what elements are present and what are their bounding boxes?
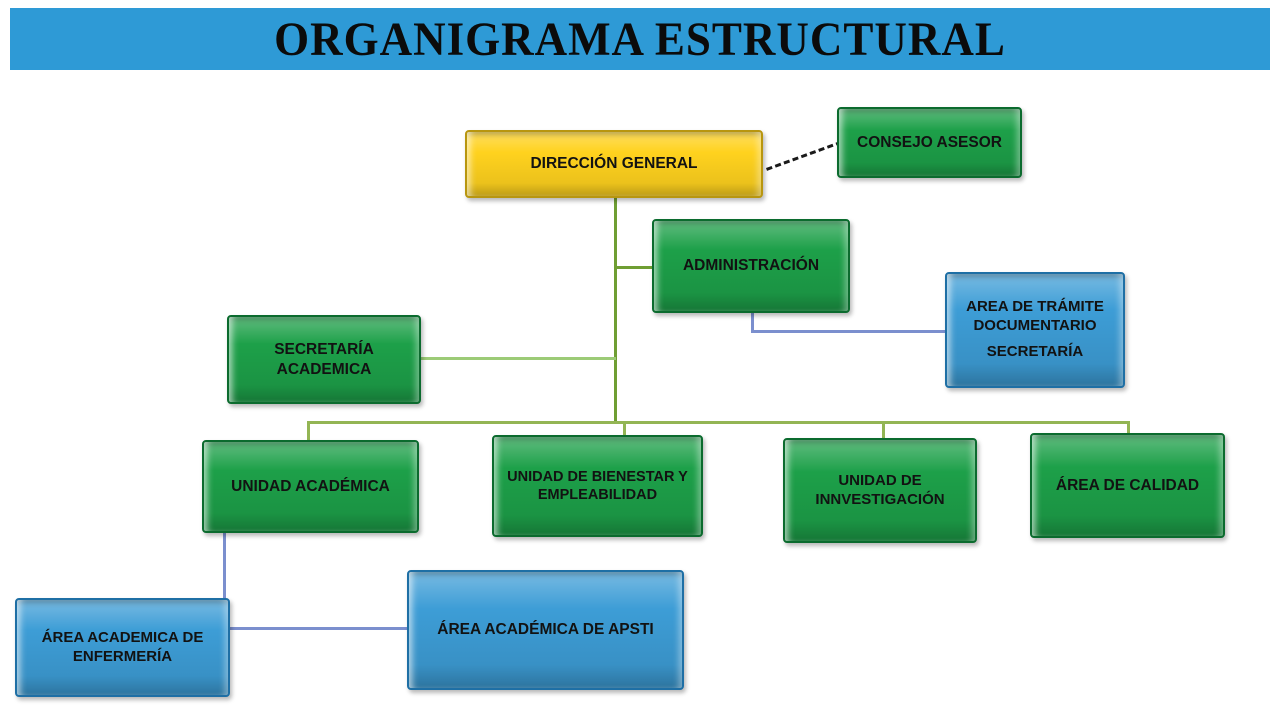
node-unidad-investigacion-label: UNIDAD DE INNVESTIGACIÓN [815,471,945,508]
connector-row-horizontal [307,421,1130,424]
node-area-enfermeria: ÁREA ACADEMICA DE ENFERMERÍA [15,598,230,697]
connector-stub-unidad-academica [307,421,310,442]
connector-dashed-direccion-consejo [766,140,843,171]
node-consejo-asesor: CONSEJO ASESOR [837,107,1022,178]
connector-academica-enfermeria [223,531,226,599]
node-area-apsti-label: ÁREA ACADÉMICA DE APSTI [437,621,654,639]
node-secretaria-academica-label: SECRETARÍA ACADEMICA [274,341,374,378]
connector-admin-tramite-horizontal [751,330,945,333]
connector-admin-tramite-vertical [751,312,754,333]
node-direccion-general-label: DIRECCIÓN GENERAL [530,155,698,173]
title-banner: ORGANIGRAMA ESTRUCTURAL [10,8,1270,70]
node-direccion-general: DIRECCIÓN GENERAL [465,130,763,198]
node-area-apsti: ÁREA ACADÉMICA DE APSTI [407,570,684,690]
node-area-tramite-line1: AREA DE TRÁMITE DOCUMENTARIO [966,297,1104,334]
connector-secretaria-academica [419,357,616,360]
node-unidad-academica: UNIDAD ACADÉMICA [202,440,419,533]
node-secretaria-academica: SECRETARÍA ACADEMICA [227,315,421,404]
page-title: ORGANIGRAMA ESTRUCTURAL [274,12,1006,66]
node-consejo-asesor-label: CONSEJO ASESOR [857,133,1002,151]
connector-central-vertical [614,196,617,424]
connector-administracion [614,266,654,269]
node-unidad-bienestar: UNIDAD DE BIENESTAR Y EMPLEABILIDAD [492,435,703,537]
node-area-tramite-line2: SECRETARÍA [986,343,1084,361]
node-administracion: ADMINISTRACIÓN [652,219,850,313]
node-unidad-bienestar-label: UNIDAD DE BIENESTAR Y EMPLEABILIDAD [507,468,688,503]
connector-stub-calidad [1127,421,1130,435]
connector-stub-bienestar [623,421,626,437]
node-area-calidad: ÁREA DE CALIDAD [1030,433,1225,538]
node-unidad-academica-label: UNIDAD ACADÉMICA [231,477,390,495]
node-area-calidad-label: ÁREA DE CALIDAD [1055,476,1200,494]
node-administracion-label: ADMINISTRACIÓN [682,257,820,275]
connector-stub-investigacion [882,421,885,440]
node-area-tramite-documentario: AREA DE TRÁMITE DOCUMENTARIO SECRETARÍA [945,272,1125,388]
node-unidad-investigacion: UNIDAD DE INNVESTIGACIÓN [783,438,977,543]
connector-enfermeria-apsti [229,627,407,630]
node-area-enfermeria-label: ÁREA ACADEMICA DE ENFERMERÍA [41,628,204,665]
